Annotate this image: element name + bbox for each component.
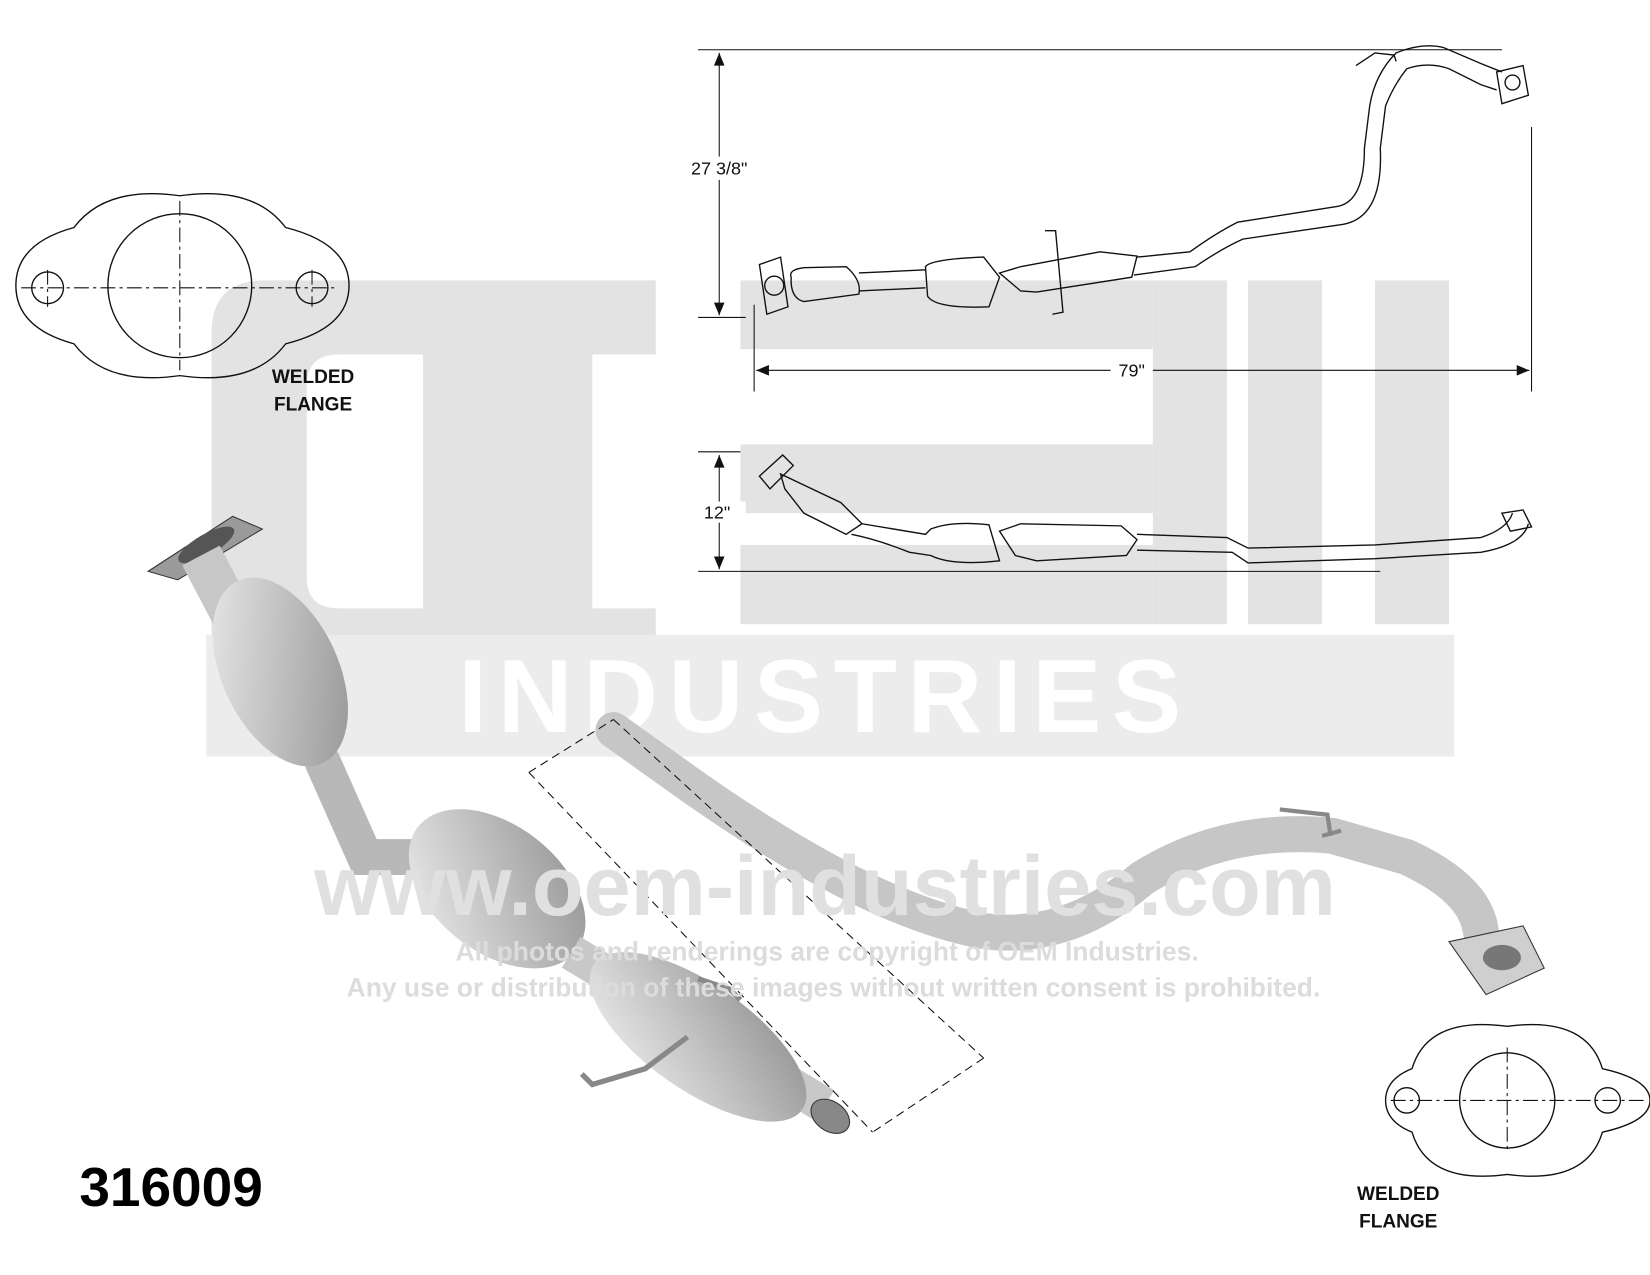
copyright-line-1: All photos and renderings are copyright … xyxy=(456,937,1199,967)
left-flange-label-1: WELDED xyxy=(272,367,354,388)
dimension-height-top: 27 3/8" xyxy=(691,159,747,179)
copyright-line-2: Any use or distribution of these images … xyxy=(347,973,1321,1003)
welded-flange-left: WELDED FLANGE xyxy=(15,193,354,416)
left-flange-label-2: FLANGE xyxy=(274,395,352,416)
dimension-height-side: 12" xyxy=(704,502,730,522)
right-flange-label-1: WELDED xyxy=(1357,1184,1439,1205)
right-flange-label-2: FLANGE xyxy=(1359,1211,1437,1232)
watermark-company: INDUSTRIES xyxy=(458,638,1191,754)
watermark-text: www.oem-industries.com All photos and re… xyxy=(313,838,1336,1002)
watermark-logo: INDUSTRIES xyxy=(206,280,1455,757)
part-number: 316009 xyxy=(79,1156,262,1218)
welded-flange-right: WELDED FLANGE xyxy=(1357,1023,1650,1232)
side-view-drawing: 12" xyxy=(692,451,1533,572)
dimension-length: 79" xyxy=(1119,361,1145,381)
top-view-drawing: 27 3/8" 79" xyxy=(680,45,1533,392)
exhaust-rendering xyxy=(146,515,1545,1134)
watermark-url: www.oem-industries.com xyxy=(313,838,1336,933)
